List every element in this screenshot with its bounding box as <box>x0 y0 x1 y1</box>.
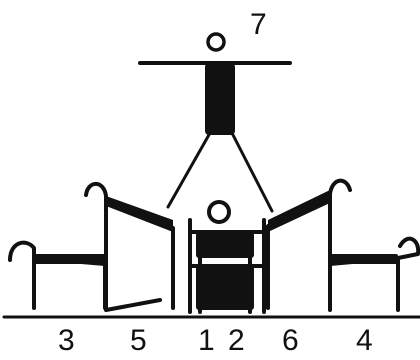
label-2: 2 <box>228 326 245 356</box>
figure-7-leg-left <box>168 133 210 207</box>
figure-3-chair <box>10 243 105 308</box>
label-3: 3 <box>58 326 75 356</box>
label-5: 5 <box>130 326 147 356</box>
label-1: 1 <box>198 326 215 356</box>
label-4: 4 <box>356 326 373 356</box>
figure-1-2-block-upper <box>196 232 254 258</box>
label-6: 6 <box>282 326 299 356</box>
figure-5-chair <box>86 184 173 310</box>
label-7: 7 <box>250 10 267 40</box>
figure-3-seat <box>34 254 106 264</box>
figure-7-body <box>205 63 235 135</box>
figure-6-chair <box>268 181 350 308</box>
figure-6-seat <box>268 190 332 232</box>
figure-1-2-block-lower <box>196 266 254 310</box>
figure-5-seat <box>106 196 173 232</box>
figure-4-seat <box>330 254 398 264</box>
figure-7-head <box>208 34 224 50</box>
figure-7-leg-right <box>232 133 272 211</box>
figure-1-2-head <box>209 202 229 222</box>
figure-4-chair <box>330 239 418 310</box>
